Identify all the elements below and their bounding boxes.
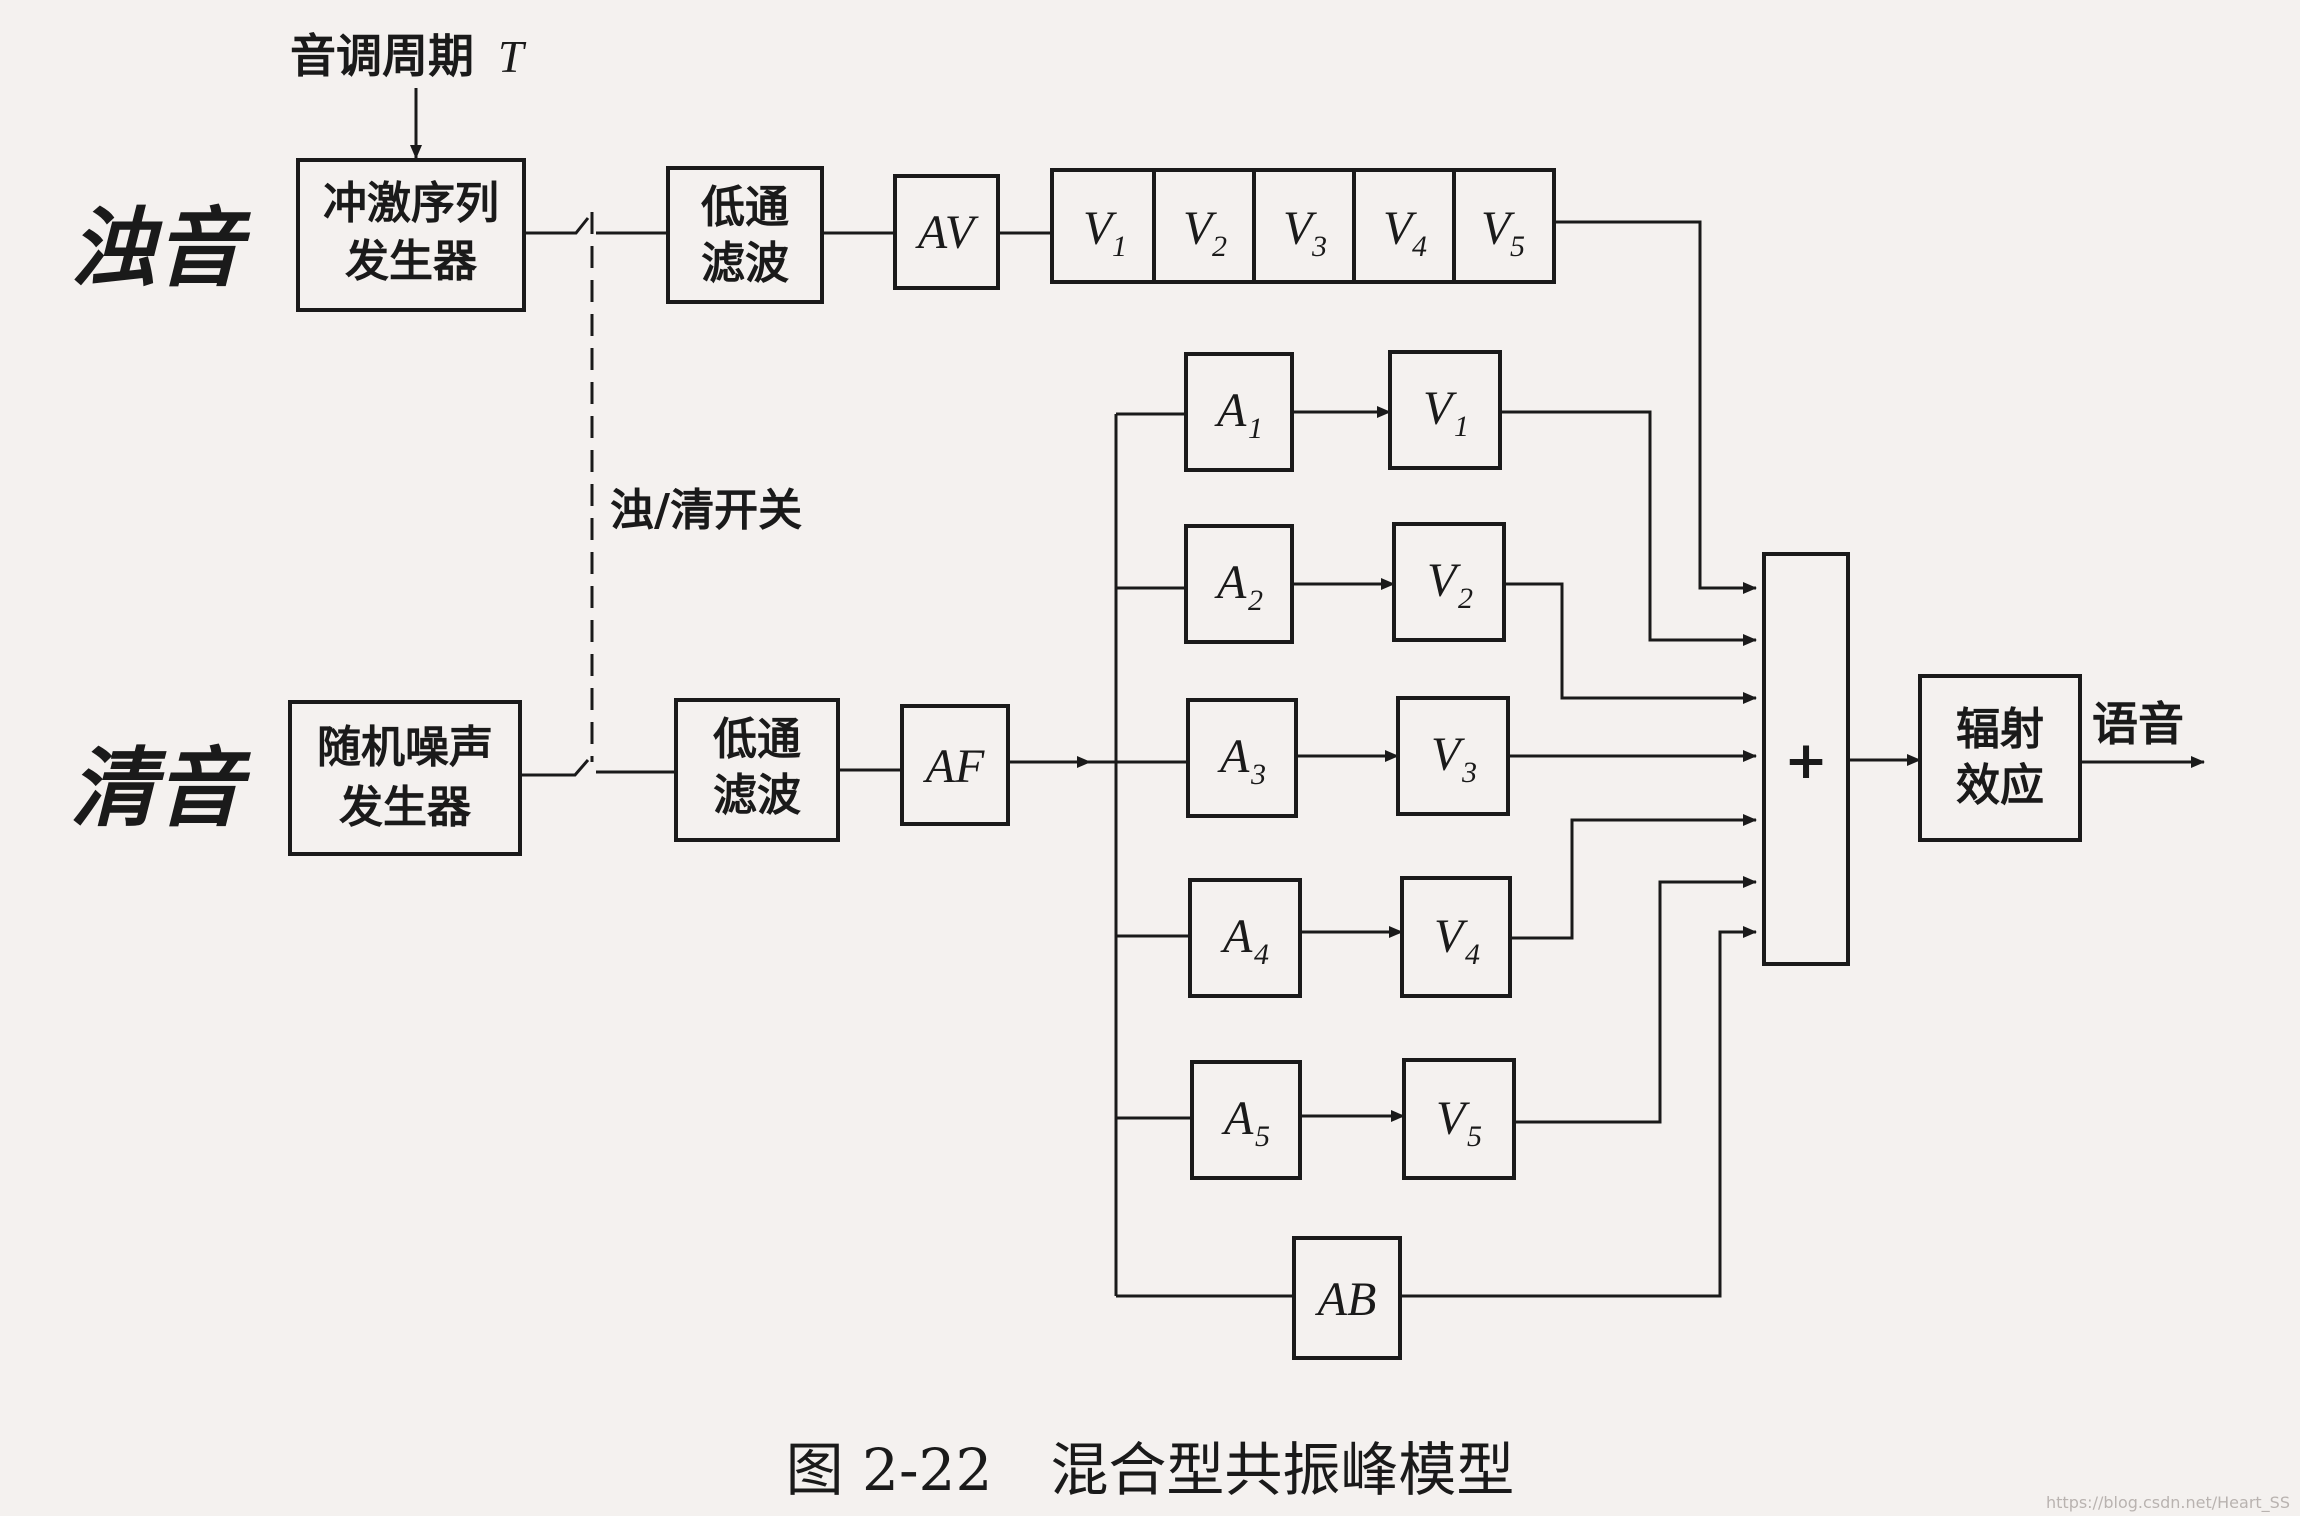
- cascade-v4-letter: V: [1383, 202, 1417, 255]
- noise-generator-block: [288, 700, 522, 856]
- av-block: [893, 174, 1000, 290]
- a5-letter: A: [1221, 1092, 1254, 1145]
- watermark: https://blog.csdn.net/Heart_SS: [2046, 1493, 2290, 1513]
- cascade-v2-sub: 2: [1212, 230, 1227, 263]
- lpf-bottom-block: [674, 698, 840, 842]
- af-label: AF: [923, 740, 985, 793]
- v3-block: [1396, 696, 1510, 816]
- line-v5-sum: [1514, 876, 1757, 1124]
- v5-letter: V: [1436, 1092, 1470, 1145]
- radiation-line2: 效应: [1956, 760, 2044, 811]
- v3-sub: 3: [1461, 756, 1477, 789]
- av-label: AV: [915, 206, 979, 259]
- lpf-top-line1: 低通: [701, 182, 789, 233]
- cascade-v1-sub: 1: [1112, 230, 1127, 263]
- line-v4-sum: [1510, 814, 1757, 940]
- voiced-handwritten-label: 浊音: [70, 198, 251, 299]
- ab-block: [1292, 1236, 1402, 1360]
- cascade-block: [1050, 168, 1556, 284]
- cascade-v1-letter: V: [1083, 202, 1117, 255]
- a5-sub: 5: [1255, 1120, 1270, 1153]
- lpf-top-line2: 滤波: [701, 238, 789, 289]
- pitch-period-symbol: T: [498, 31, 527, 82]
- lpf-bottom-line1: 低通: [713, 714, 801, 765]
- a1-block: [1184, 352, 1294, 472]
- v2-letter: V: [1427, 554, 1461, 607]
- a4-sub: 4: [1254, 938, 1269, 971]
- cascade-v3-letter: V: [1283, 202, 1317, 255]
- cascade-v5-sub: 5: [1510, 230, 1525, 263]
- switch-bottom-contact: [520, 759, 590, 777]
- a3-block: [1186, 698, 1298, 818]
- v1-block: [1388, 350, 1502, 470]
- speech-output-label: 语音: [2092, 697, 2184, 751]
- noise-gen-line1: 随机噪声: [317, 722, 493, 773]
- cascade-v3-sub: 3: [1311, 230, 1327, 263]
- v2-block: [1392, 522, 1506, 642]
- lpf-bottom-line2: 滤波: [713, 770, 801, 821]
- pitch-period-label: 音调周期: [290, 29, 474, 83]
- v4-letter: V: [1434, 910, 1468, 963]
- cascade-v5-letter: V: [1481, 202, 1515, 255]
- v4-sub: 4: [1465, 938, 1480, 971]
- figure-caption: 图 2-22 混合型共振峰模型: [786, 1436, 1515, 1504]
- noise-gen-line2: 发生器: [339, 782, 472, 833]
- summer-block: [1762, 552, 1850, 966]
- v1-sub: 1: [1454, 410, 1469, 443]
- a5-block: [1190, 1060, 1302, 1180]
- connection-lines: [410, 88, 2205, 1298]
- a4-block: [1188, 878, 1302, 998]
- impulse-gen-line1: 冲激序列: [323, 178, 499, 229]
- line-v1-sum: [1500, 410, 1757, 646]
- v5-sub: 5: [1467, 1120, 1482, 1153]
- ab-label: AB: [1315, 1273, 1377, 1326]
- impulse-gen-line2: 发生器: [345, 236, 478, 287]
- cascade-v2-letter: V: [1183, 202, 1217, 255]
- unvoiced-handwritten-label: 清音: [70, 738, 251, 839]
- a1-sub: 1: [1248, 412, 1263, 445]
- impulse-generator-block: [296, 158, 526, 312]
- af-block: [900, 704, 1010, 826]
- a3-sub: 3: [1250, 758, 1266, 791]
- v5-block: [1402, 1058, 1516, 1180]
- line-ab-sum: [1400, 926, 1757, 1298]
- v2-sub: 2: [1458, 582, 1473, 615]
- a4-letter: A: [1220, 910, 1253, 963]
- summer-label: +: [1784, 731, 1828, 791]
- radiation-block: [1918, 674, 2082, 842]
- a1-letter: A: [1214, 384, 1247, 437]
- switch-label: 浊/清开关: [610, 485, 802, 536]
- switch-top-contact: [524, 217, 590, 235]
- a2-letter: A: [1214, 556, 1247, 609]
- line-cascade-sum: [1556, 220, 1757, 594]
- v3-letter: V: [1431, 728, 1465, 781]
- a2-sub: 2: [1248, 584, 1263, 617]
- cascade-v4-sub: 4: [1412, 230, 1427, 263]
- a3-letter: A: [1217, 730, 1250, 783]
- block-outlines: [288, 158, 2082, 1360]
- v1-letter: V: [1423, 382, 1457, 435]
- a2-block: [1184, 524, 1294, 644]
- v4-block: [1400, 876, 1512, 998]
- radiation-line1: 辐射: [1956, 704, 2044, 755]
- line-v2-sum: [1504, 582, 1757, 704]
- lpf-top-block: [666, 166, 824, 304]
